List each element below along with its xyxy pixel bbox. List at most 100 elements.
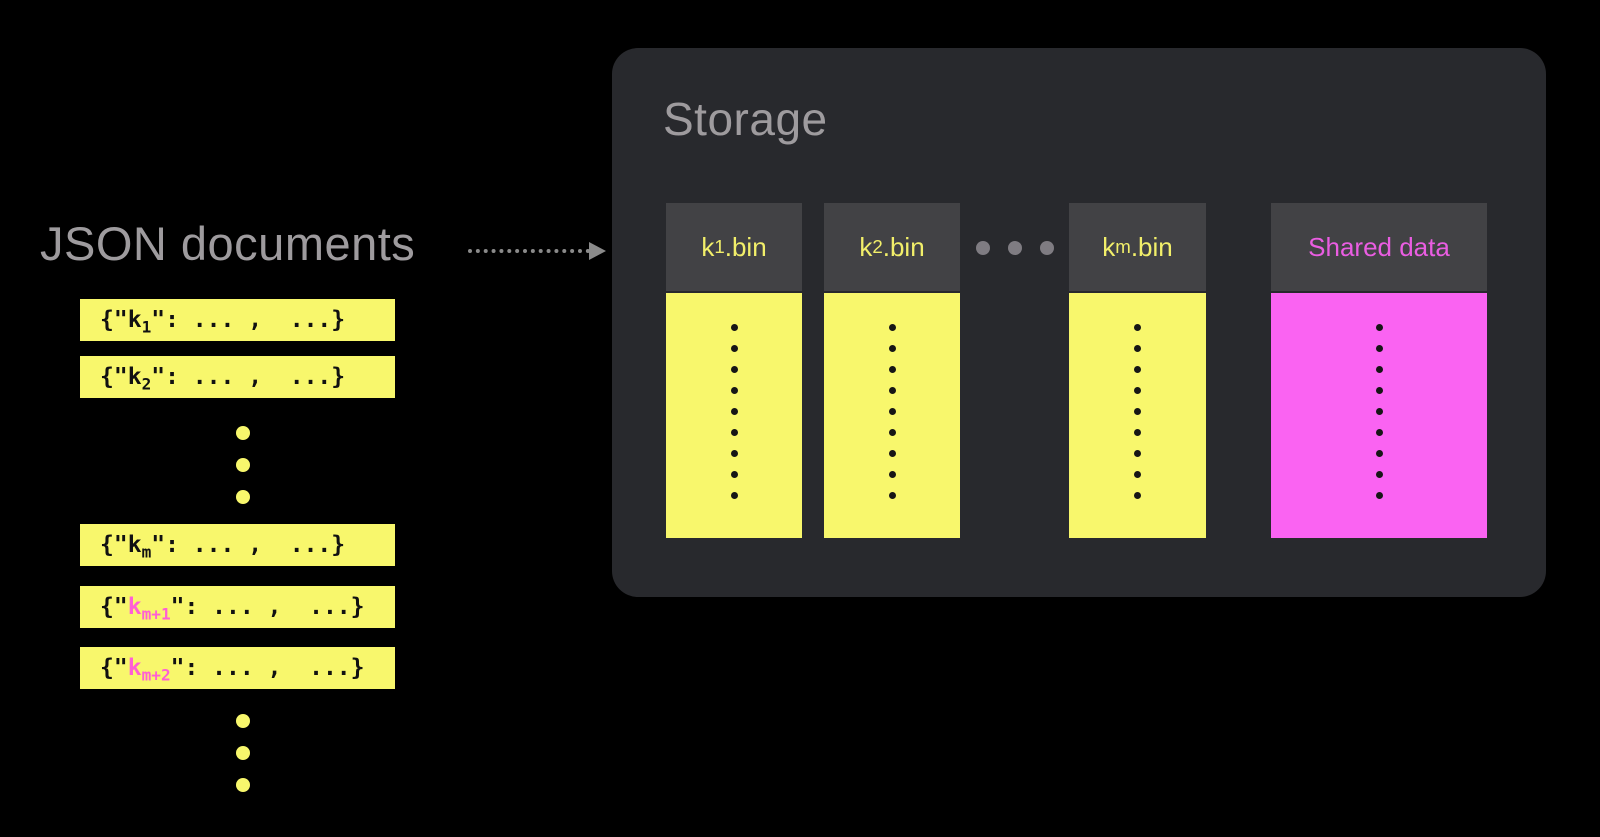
dot [730,492,738,499]
json-doc-text: {"km+2": ... , ...} [100,654,365,685]
dot [888,492,896,499]
dot [1375,387,1383,394]
dot [1375,450,1383,457]
doc-close: ": ... , ...} [170,654,365,681]
dot [236,458,250,472]
dot [888,324,896,331]
dot [888,366,896,373]
dot [1375,429,1383,436]
doc-key-subscript: m+2 [141,665,171,685]
dot [888,387,896,394]
json-docs-ellipsis-top [236,426,250,504]
dot [1375,345,1383,352]
doc-close: ": ... , ...} [151,531,346,558]
doc-close: ": ... , ...} [151,306,346,333]
shared-data-body [1271,293,1487,538]
dot [730,471,738,478]
dot [730,366,738,373]
dot [236,714,250,728]
json-documents-label: JSON documents [40,217,416,270]
json-doc-text: {"k2": ... , ...} [100,363,346,392]
doc-key-subscript: m+1 [141,604,171,624]
dot [1134,366,1141,373]
dot [976,241,990,255]
json-doc-bar-km: {"km": ... , ...} [80,524,395,566]
dot [730,450,738,457]
bin-key: k [701,232,715,262]
json-doc-bar-k1: {"k1": ... , ...} [80,299,395,341]
bin-suffix: .bin [1130,232,1173,262]
doc-key-subscript: 1 [141,317,152,337]
doc-key-highlighted: km+2 [127,654,171,685]
dot [1375,324,1383,331]
json-doc-text: {"k1": ... , ...} [100,306,346,335]
json-doc-text: {"km": ... , ...} [100,531,346,560]
dot [236,778,250,792]
dot [1134,429,1141,436]
dot [1134,387,1141,394]
dot [1134,471,1141,478]
dot [730,345,738,352]
shared-data-column: Shared data [1271,203,1487,538]
dot [888,429,896,436]
dot [1375,366,1383,373]
json-doc-bar-km2: {"km+2": ... , ...} [80,647,395,689]
dot [730,387,738,394]
doc-open: {" [100,363,128,390]
bin-suffix: .bin [724,232,767,262]
dot [1134,408,1141,415]
dot [1134,492,1141,499]
bin-column-body [1069,293,1206,538]
storage-title: Storage [663,93,828,145]
bin-column-body [666,293,802,538]
dot [1375,471,1383,478]
dot [1375,492,1383,499]
doc-key: k [127,593,142,620]
doc-key-highlighted: km+1 [127,593,171,624]
doc-close: ": ... , ...} [170,593,365,620]
bin-column-body [824,293,960,538]
dot [1134,450,1141,457]
doc-close: ": ... , ...} [151,363,346,390]
shared-data-header: Shared data [1271,203,1487,291]
dot [888,471,896,478]
doc-key: k [127,363,142,390]
doc-key-subscript: m [141,542,152,562]
doc-key: k [127,531,142,558]
dot [236,746,250,760]
dot [730,324,738,331]
json-doc-bar-km1: {"km+1": ... , ...} [80,586,395,628]
doc-open: {" [100,593,128,620]
doc-open: {" [100,654,128,681]
json-doc-text: {"km+1": ... , ...} [100,593,365,624]
json-docs-ellipsis-bottom [236,714,250,792]
dot [1008,241,1022,255]
bin-suffix: .bin [882,232,925,262]
doc-key: k [127,654,142,681]
doc-key: k [127,306,142,333]
dot [730,429,738,436]
arrow-head-icon [589,242,606,260]
json-doc-bar-k2: {"k2": ... , ...} [80,356,395,398]
doc-open: {" [100,531,128,558]
dot [888,345,896,352]
dot [236,426,250,440]
bin-key: k [859,232,873,262]
arrow-dotted-line [468,249,590,253]
dot [236,490,250,504]
dot [1040,241,1054,255]
dot [1134,345,1141,352]
doc-open: {" [100,306,128,333]
doc-key-subscript: 2 [141,374,152,394]
bin-key: k [1102,232,1116,262]
dot [1134,324,1141,331]
dot [888,408,896,415]
